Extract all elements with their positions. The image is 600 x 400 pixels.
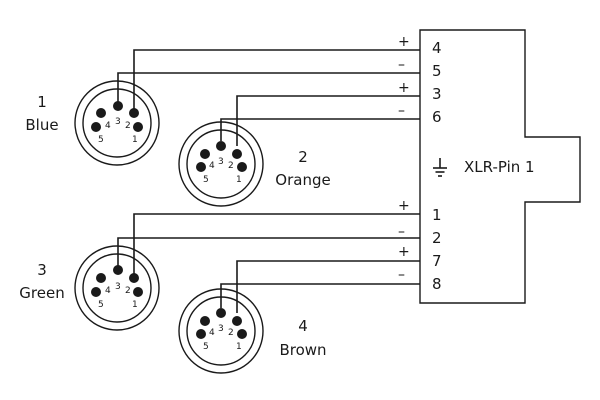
pin-number: 1 bbox=[236, 342, 242, 352]
pin-5 bbox=[91, 287, 101, 297]
polarity-sign: – bbox=[398, 103, 405, 119]
polarity-sign: + bbox=[398, 244, 410, 260]
pin-number: 3 bbox=[218, 324, 224, 334]
polarity-sign: – bbox=[398, 224, 405, 240]
pin-5 bbox=[196, 162, 206, 172]
wires bbox=[117, 49, 420, 313]
pin-4 bbox=[96, 273, 106, 283]
xlr-box bbox=[419, 29, 581, 304]
polarity-sign: + bbox=[398, 198, 410, 214]
pin-3 bbox=[113, 101, 123, 111]
connector-color-label: Orange bbox=[275, 171, 330, 189]
xlr-pin1-label: XLR-Pin 1 bbox=[464, 158, 535, 176]
polarity-signs: + – + – + – + – bbox=[398, 34, 410, 283]
pin-number: 4 bbox=[105, 286, 111, 296]
wire-c2-pin3-to-terminal-6 bbox=[220, 118, 420, 141]
wire-c4-pin3-to-terminal-8 bbox=[220, 283, 420, 308]
wire-c3-pin2-to-terminal-1 bbox=[133, 213, 420, 275]
polarity-sign: + bbox=[398, 80, 410, 96]
connector-2-orange: 5 4 3 2 1 2 Orange bbox=[178, 121, 331, 207]
pin-5 bbox=[196, 329, 206, 339]
pin-3 bbox=[216, 141, 226, 151]
pin-number: 4 bbox=[105, 121, 111, 131]
pin-number: 5 bbox=[98, 135, 104, 145]
pin-number: 1 bbox=[132, 300, 138, 310]
pin-2 bbox=[232, 316, 242, 326]
connector-number: 3 bbox=[37, 261, 47, 279]
polarity-sign: + bbox=[398, 34, 410, 50]
wire-c1-pin3-to-terminal-5 bbox=[117, 72, 420, 106]
pin-3 bbox=[216, 308, 226, 318]
connector-4-brown: 5 4 3 2 1 4 Brown bbox=[178, 288, 327, 374]
pin-number: 4 bbox=[209, 328, 215, 338]
pin-number: 1 bbox=[236, 175, 242, 185]
connector-number: 1 bbox=[37, 93, 47, 111]
connector-number: 2 bbox=[298, 148, 308, 166]
pin-number: 5 bbox=[203, 342, 209, 352]
pin-1 bbox=[133, 122, 143, 132]
connector-color-label: Brown bbox=[279, 341, 326, 359]
wire-c2-pin2-to-terminal-3 bbox=[236, 95, 420, 146]
terminal-label: 3 bbox=[432, 85, 442, 103]
pin-number: 2 bbox=[228, 161, 234, 171]
terminal-label: 4 bbox=[432, 39, 442, 57]
wire-c1-pin2-to-terminal-4 bbox=[133, 49, 420, 111]
wire-c3-pin3-to-terminal-2 bbox=[117, 237, 420, 270]
ground-icon bbox=[433, 158, 447, 177]
connector-number: 4 bbox=[298, 317, 308, 335]
terminal-label: 2 bbox=[432, 229, 442, 247]
pin-number: 1 bbox=[132, 135, 138, 145]
xlr-terminals: 4 5 3 6 1 2 7 8 bbox=[432, 39, 442, 293]
connector-3-green: 5 4 3 2 1 3 Green bbox=[19, 245, 160, 331]
terminal-label: 6 bbox=[432, 108, 442, 126]
terminal-label: 5 bbox=[432, 62, 442, 80]
terminal-label: 7 bbox=[432, 252, 442, 270]
pin-2 bbox=[232, 149, 242, 159]
pin-2 bbox=[129, 273, 139, 283]
pin-3 bbox=[113, 265, 123, 275]
pin-number: 4 bbox=[209, 161, 215, 171]
polarity-sign: – bbox=[398, 57, 405, 73]
pin-number: 3 bbox=[115, 282, 121, 292]
pin-number: 2 bbox=[125, 121, 131, 131]
polarity-sign: – bbox=[398, 267, 405, 283]
pin-number: 2 bbox=[125, 286, 131, 296]
pin-number: 2 bbox=[228, 328, 234, 338]
pin-number: 3 bbox=[218, 157, 224, 167]
pin-number: 5 bbox=[98, 300, 104, 310]
connector-color-label: Blue bbox=[25, 116, 58, 134]
pin-1 bbox=[133, 287, 143, 297]
pin-4 bbox=[200, 316, 210, 326]
connector-1-blue: 5 4 3 2 1 1 Blue bbox=[25, 80, 160, 166]
pin-4 bbox=[200, 149, 210, 159]
terminal-label: 8 bbox=[432, 275, 442, 293]
connector-color-label: Green bbox=[19, 284, 64, 302]
pin-2 bbox=[129, 108, 139, 118]
pin-1 bbox=[237, 162, 247, 172]
terminal-label: 1 bbox=[432, 206, 442, 224]
pin-1 bbox=[237, 329, 247, 339]
wire-c4-pin2-to-terminal-7 bbox=[236, 260, 420, 313]
pin-4 bbox=[96, 108, 106, 118]
pin-number: 5 bbox=[203, 175, 209, 185]
pin-5 bbox=[91, 122, 101, 132]
pin-number: 3 bbox=[115, 117, 121, 127]
